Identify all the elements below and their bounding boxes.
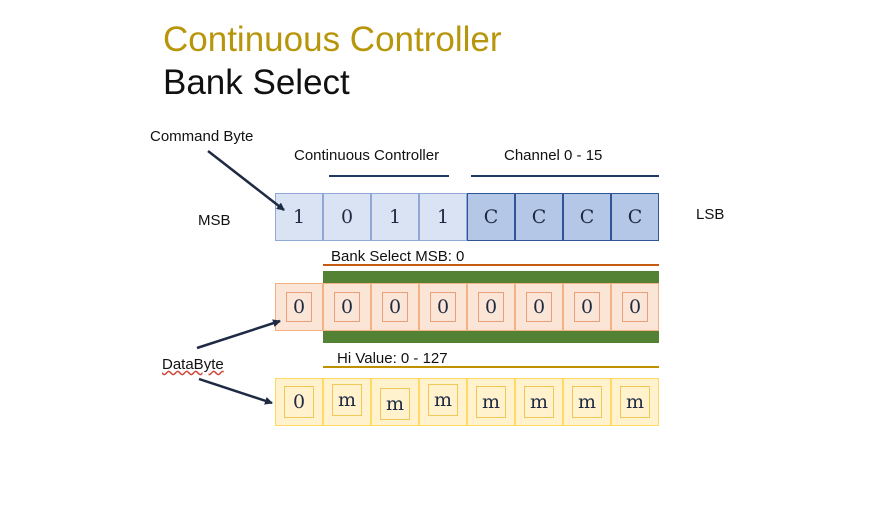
hi-bit-cell-value: m xyxy=(337,389,357,411)
hi-bit-cell: m xyxy=(515,378,563,426)
continuous-controller-rule xyxy=(329,175,449,177)
channel-label: Channel 0 - 15 xyxy=(504,147,603,164)
command-bit-cell-value: C xyxy=(483,206,499,228)
command-bit-cell-value: C xyxy=(627,206,643,228)
hi-bit-cell-value: m xyxy=(529,391,549,413)
hi-bit-cell-value: m xyxy=(625,391,645,413)
hi-bit-cell-value: m xyxy=(433,389,453,411)
hi-bit-cell: 0 xyxy=(275,378,323,426)
bank-bit-cell: 0 xyxy=(563,283,611,331)
title-line-2: Bank Select xyxy=(163,63,350,102)
hi-bit-cell-value: 0 xyxy=(292,391,306,413)
command-bit-cell: C xyxy=(515,193,563,241)
bank-bit-cell: 0 xyxy=(611,283,659,331)
hi-bit-cell-box: m xyxy=(620,386,650,418)
hi-bit-cell-box: m xyxy=(524,386,554,418)
bank-bit-cell-box: 0 xyxy=(382,292,408,322)
bank-bit-cell-value: 0 xyxy=(532,296,546,318)
bank-select-rule xyxy=(323,264,659,266)
command-bit-cell-value: 1 xyxy=(436,206,450,228)
hi-bit-cell-box: m xyxy=(380,388,410,420)
hi-bit-cell-value: m xyxy=(385,393,405,415)
bank-bit-cell-box: 0 xyxy=(574,292,600,322)
bank-bit-cell-box: 0 xyxy=(526,292,552,322)
command-byte-arrow xyxy=(207,150,285,211)
hi-bit-cell-value: m xyxy=(481,391,501,413)
hi-bit-cell: m xyxy=(467,378,515,426)
bank-bit-cell: 0 xyxy=(467,283,515,331)
bank-bit-cell-box: 0 xyxy=(286,292,312,322)
bank-bit-cell-box: 0 xyxy=(622,292,648,322)
command-bit-cell-value: C xyxy=(531,206,547,228)
command-bit-cell-value: 1 xyxy=(388,206,402,228)
bank-bit-cell-box: 0 xyxy=(478,292,504,322)
msb-label: MSB xyxy=(198,212,231,229)
bank-bit-cell-value: 0 xyxy=(292,296,306,318)
hi-bit-cell: m xyxy=(563,378,611,426)
command-byte-label: Command Byte xyxy=(150,128,254,145)
bank-bottom-band xyxy=(323,331,659,343)
command-bit-cell-value: 1 xyxy=(292,206,306,228)
bank-bit-cell-box: 0 xyxy=(430,292,456,322)
bank-bit-cell-value: 0 xyxy=(436,296,450,318)
data-byte-arrow-lower xyxy=(198,377,273,405)
bank-bit-cell-box: 0 xyxy=(334,292,360,322)
command-bit-cell: 1 xyxy=(371,193,419,241)
hi-bit-cell-value: m xyxy=(577,391,597,413)
hi-bit-cell-box: 0 xyxy=(284,386,314,418)
continuous-controller-label: Continuous Controller xyxy=(294,147,440,164)
bank-bit-cell: 0 xyxy=(371,283,419,331)
command-bit-cell-value: C xyxy=(579,206,595,228)
bank-bit-cell: 0 xyxy=(275,283,323,331)
bank-bit-cell-value: 0 xyxy=(388,296,402,318)
command-bit-cell: 1 xyxy=(275,193,323,241)
command-bit-cell: C xyxy=(563,193,611,241)
command-bit-cell: C xyxy=(611,193,659,241)
hi-bit-cell: m xyxy=(419,378,467,426)
hi-bit-cell-box: m xyxy=(476,386,506,418)
bank-bit-cell: 0 xyxy=(515,283,563,331)
hi-bit-cell: m xyxy=(611,378,659,426)
bank-bit-cell: 0 xyxy=(419,283,467,331)
hi-bit-cell: m xyxy=(371,378,419,426)
bank-bit-cell-value: 0 xyxy=(340,296,354,318)
command-bit-cell-value: 0 xyxy=(340,206,354,228)
command-bit-cell: C xyxy=(467,193,515,241)
data-byte-label: DataByte xyxy=(162,356,224,373)
bank-bit-cell-value: 0 xyxy=(580,296,594,318)
title-line-1: Continuous Controller xyxy=(163,20,502,59)
hi-value-label: Hi Value: 0 - 127 xyxy=(337,350,448,367)
bank-select-msb-label: Bank Select MSB: 0 xyxy=(331,248,465,265)
data-byte-arrow-upper xyxy=(196,319,281,350)
hi-bit-cell-box: m xyxy=(572,386,602,418)
command-bit-cell: 0 xyxy=(323,193,371,241)
hi-bit-cell-box: m xyxy=(332,384,362,416)
hi-bit-cell: m xyxy=(323,378,371,426)
bank-top-band xyxy=(323,271,659,283)
bank-bit-cell-value: 0 xyxy=(484,296,498,318)
hi-value-rule xyxy=(323,366,659,368)
bank-bit-cell-value: 0 xyxy=(628,296,642,318)
lsb-label: LSB xyxy=(696,206,725,223)
channel-rule xyxy=(471,175,659,177)
hi-bit-cell-box: m xyxy=(428,384,458,416)
command-bit-cell: 1 xyxy=(419,193,467,241)
bank-bit-cell: 0 xyxy=(323,283,371,331)
